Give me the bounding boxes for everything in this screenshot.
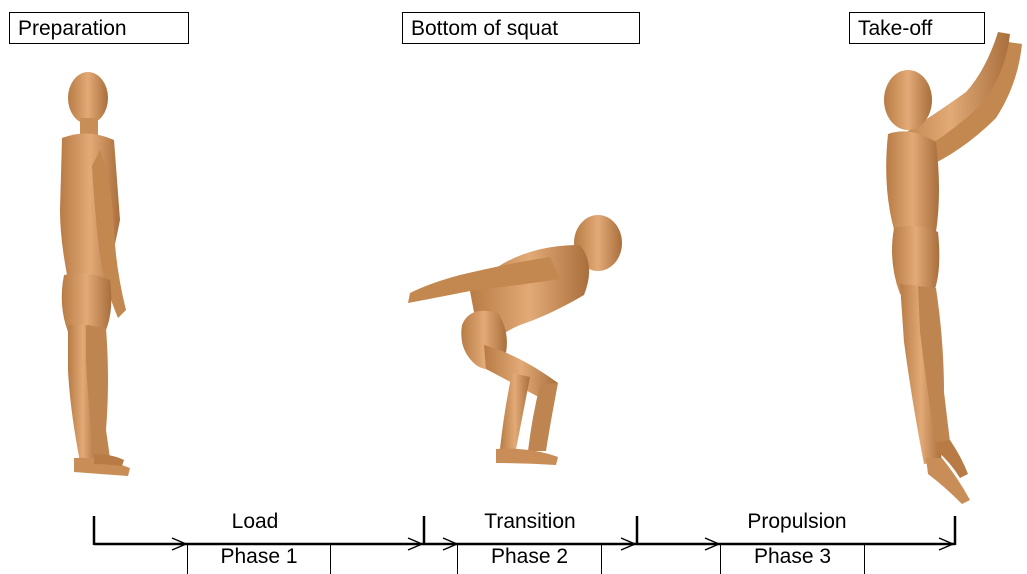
phase-label-2: Phase 2 — [457, 544, 602, 574]
phase-name-load: Load — [195, 510, 315, 534]
phase-label-3: Phase 3 — [720, 544, 865, 574]
phase-name-transition: Transition — [450, 510, 610, 534]
phase-name-propulsion: Propulsion — [712, 510, 882, 534]
phase-label-1: Phase 1 — [187, 544, 331, 574]
